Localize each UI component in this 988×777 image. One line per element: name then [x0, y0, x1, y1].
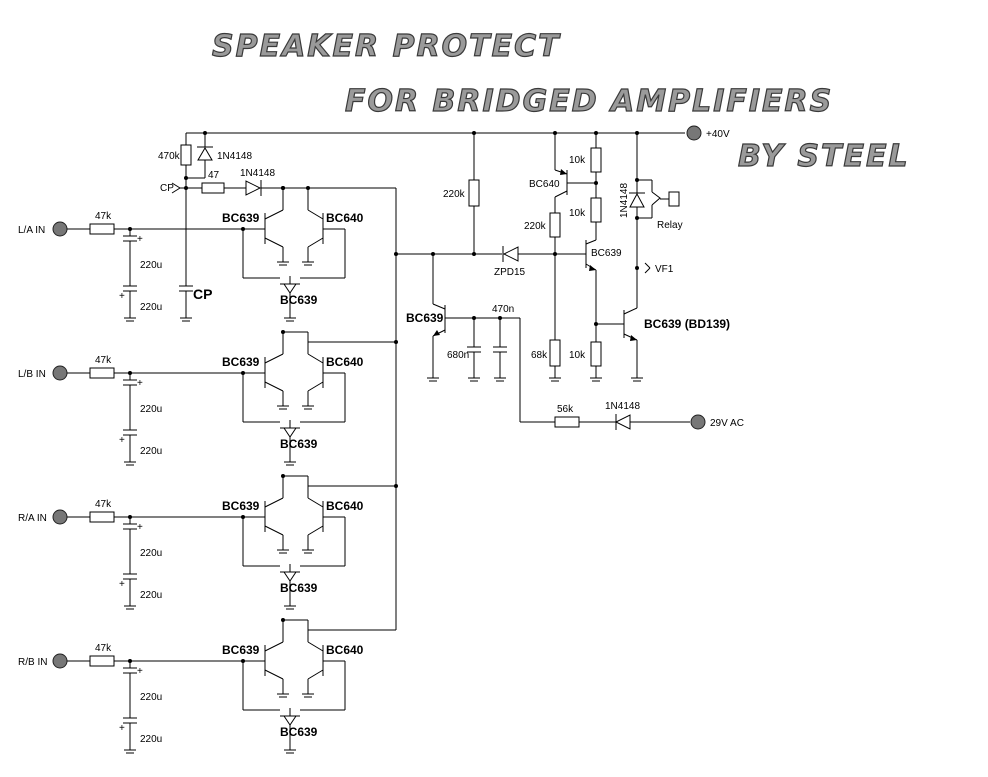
q3-label: BC639 — [280, 293, 318, 307]
svg-text:+: + — [119, 579, 125, 590]
ac29-terminal — [690, 414, 706, 430]
label-vf1: VF1 — [655, 264, 674, 275]
label-d-top: 1N4148 — [217, 151, 252, 162]
label-10k-3: 10k — [569, 350, 586, 361]
cp-charge-network: 470k 1N4148 CP 47 1N4148 CP — [158, 133, 396, 322]
relay-coil — [668, 191, 680, 207]
title-line3: BY STEEL — [738, 139, 910, 174]
resistor-10k-2 — [590, 197, 602, 223]
svg-text:+: + — [137, 378, 143, 389]
label-68k: 68k — [531, 350, 548, 361]
label-680n: 680n — [447, 350, 469, 361]
supply-rail: +40V — [186, 125, 730, 141]
input-terminal — [52, 509, 68, 525]
svg-text:+: + — [119, 723, 125, 734]
input-terminal — [52, 221, 68, 237]
input-resistor-label: 47k — [95, 499, 112, 510]
resistor-68k — [549, 339, 561, 367]
q3-label: BC639 — [280, 725, 318, 739]
label-q-bc639-mid: BC639 — [591, 248, 622, 259]
label-d-relay: 1N4148 — [619, 183, 630, 218]
label-d-cp: 1N4148 — [240, 168, 275, 179]
label-10k-2: 10k — [569, 208, 586, 219]
input-resistor — [89, 367, 115, 379]
q3-label: BC639 — [280, 437, 318, 451]
svg-text:+: + — [137, 666, 143, 677]
label-220k-b: 220k — [524, 221, 547, 232]
input-label: L/A IN — [18, 225, 45, 236]
resistor-56k — [554, 416, 580, 428]
label-220k-a: 220k — [443, 189, 466, 200]
cap2-label: 220u — [140, 302, 162, 313]
cp-pin-label: CP — [160, 183, 174, 194]
q1-label: BC639 — [222, 211, 260, 225]
resistor-470k — [180, 144, 192, 166]
svg-text:+: + — [137, 522, 143, 533]
cap2-label: 220u — [140, 734, 162, 745]
label-47: 47 — [208, 170, 220, 181]
input-resistor-label: 47k — [95, 211, 112, 222]
input-resistor — [89, 223, 115, 235]
label-470n: 470n — [492, 304, 514, 315]
cap1-label: 220u — [140, 692, 162, 703]
input-label: L/B IN — [18, 369, 46, 380]
input-resistor-label: 47k — [95, 355, 112, 366]
label-10k-1: 10k — [569, 155, 586, 166]
label-zener: ZPD15 — [494, 267, 526, 278]
input-resistor — [89, 511, 115, 523]
title-line2: FOR BRIDGED AMPLIFIERS — [345, 84, 833, 119]
q2-label: BC640 — [326, 499, 364, 513]
q2-label: BC640 — [326, 211, 364, 225]
cap2-label: 220u — [140, 446, 162, 457]
q2-label: BC640 — [326, 355, 364, 369]
resistor-220k-a — [468, 179, 480, 207]
input-label: R/A IN — [18, 513, 47, 524]
svg-text:+: + — [119, 291, 125, 302]
svg-text:+: + — [119, 435, 125, 446]
input-resistor-label: 47k — [95, 643, 112, 654]
resistor-10k-1 — [590, 147, 602, 173]
cap1-label: 220u — [140, 404, 162, 415]
input-terminal — [52, 365, 68, 381]
resistor-220k-b — [549, 212, 561, 238]
cp-cap-label: CP — [193, 286, 212, 302]
q2-label: BC640 — [326, 643, 364, 657]
label-56k: 56k — [557, 404, 574, 415]
resistor-47 — [201, 182, 225, 194]
input-resistor — [89, 655, 115, 667]
cap1-label: 220u — [140, 548, 162, 559]
plus40-label: +40V — [706, 129, 730, 140]
cap1-label: 220u — [140, 260, 162, 271]
q1-label: BC639 — [222, 643, 260, 657]
resistor-10k-3 — [590, 341, 602, 367]
q1-label: BC639 — [222, 355, 260, 369]
input-terminal — [52, 653, 68, 669]
label-d-ac: 1N4148 — [605, 401, 640, 412]
label-q-driver: BC639 (BD139) — [644, 317, 730, 331]
ac29-label: 29V AC — [710, 418, 744, 429]
label-q-left: BC639 — [406, 311, 444, 325]
label-relay: Relay — [657, 220, 683, 231]
plus40-terminal — [686, 125, 702, 141]
svg-text:+: + — [137, 234, 143, 245]
cap2-label: 220u — [140, 590, 162, 601]
q1-label: BC639 — [222, 499, 260, 513]
label-q-bc640: BC640 — [529, 179, 560, 190]
input-label: R/B IN — [18, 657, 47, 668]
q3-label: BC639 — [280, 581, 318, 595]
detector-bus — [308, 188, 398, 631]
label-470k: 470k — [158, 151, 181, 162]
title-line1: SPEAKER PROTECT — [212, 29, 561, 64]
control-circuit: ZPD15 220k BC639 470n 680n — [396, 133, 744, 430]
